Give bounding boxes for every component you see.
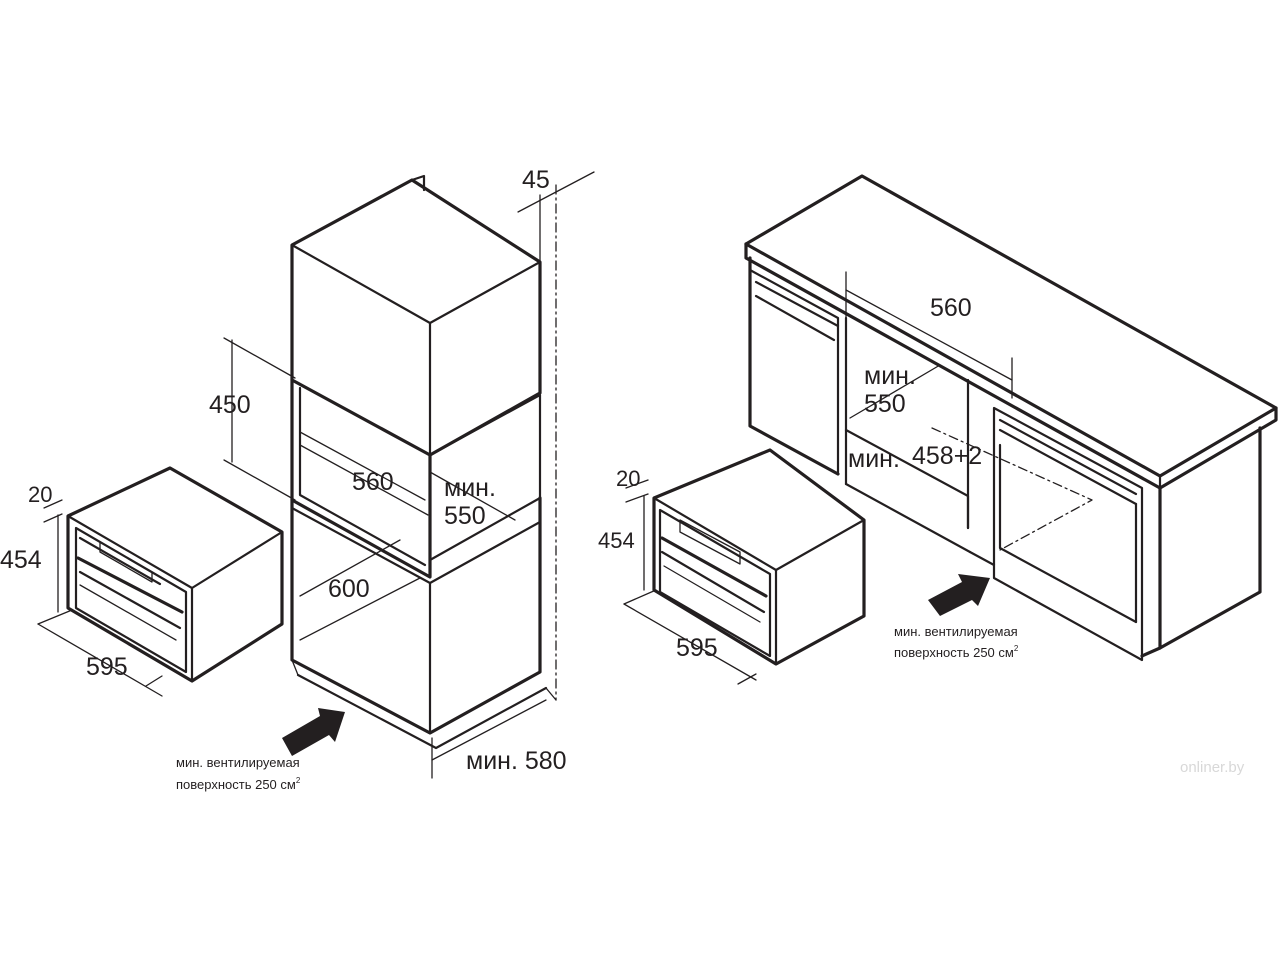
oven-left [37,466,284,697]
dimension-lines-right [845,271,1013,419]
dim-454: 454 [0,546,42,574]
oven-niche [290,378,542,579]
dim-20: 20 [28,482,52,507]
dim-458-label: мин. [848,445,900,473]
ventilation-note-right-line1: мин. вентилируемая [894,624,1018,639]
dim-595: 595 [86,653,128,681]
airflow-arrow-right [928,574,990,616]
dim-550-label: мин. [444,474,496,502]
dim-595-right: 595 [676,634,718,662]
lower-cabinet [290,496,548,750]
undercounter-installation: 560 мин. 550 мин. 458+2 20 454 595 мин. … [598,174,1278,685]
watermark: onliner.by [1180,759,1245,776]
dim-560: 560 [352,468,394,496]
countertop [744,174,1278,490]
dim-20-right: 20 [616,466,640,491]
dim-560-right: 560 [930,294,972,322]
ventilation-note-right-line2: поверхность 250 см2 [894,644,1019,660]
dim-550: 550 [444,502,486,530]
dim-580: мин. 580 [466,747,567,775]
dim-458: 458+2 [912,442,982,470]
dim-550-right-label: мин. [864,362,916,390]
oven-right [623,448,866,685]
dim-45: 45 [522,166,550,194]
ventilation-note-line1: мин. вентилируемая [176,755,300,770]
opening-outline [931,427,1093,551]
dim-600: 600 [328,575,370,603]
dim-454-right: 454 [598,528,635,553]
column-installation: 45 450 560 мин. 550 600 мин. 580 20 454 … [0,166,595,792]
dim-550-right: 550 [864,390,906,418]
dimension-lines-left [223,171,595,779]
dim-450: 450 [209,391,251,419]
ventilation-note-line2: поверхность 250 см2 [176,776,301,792]
airflow-arrow-left [282,708,345,756]
upper-cabinet [290,174,542,457]
kitchen-cabinet [748,256,1262,662]
